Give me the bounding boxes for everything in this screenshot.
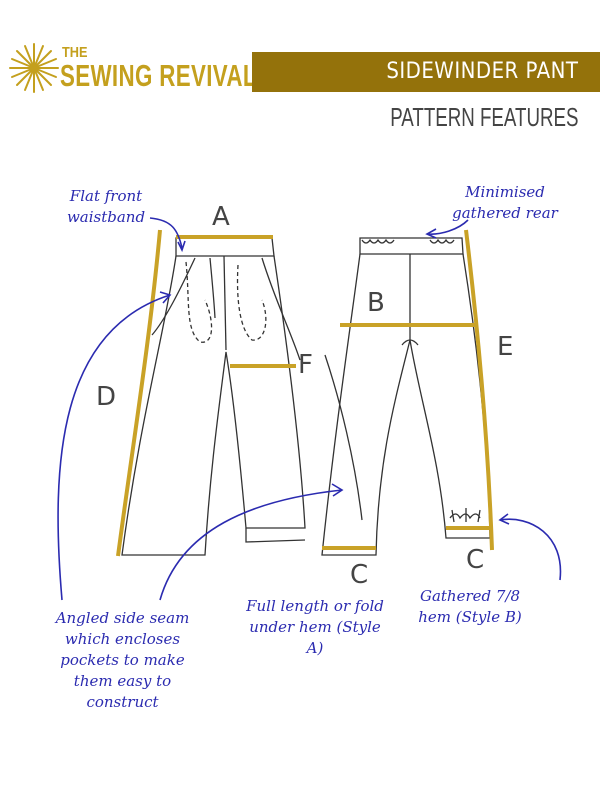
label-c-front: C	[350, 560, 369, 590]
arrow-full-length	[159, 489, 343, 601]
arrow-side-seam	[57, 294, 171, 601]
label-c-back: C	[466, 545, 485, 575]
page-subtitle: PATTERN FEATURES	[389, 102, 578, 132]
note-gathered-hem: Gathered 7/8 hem (Style B)	[418, 587, 522, 626]
brand-the: THE	[62, 44, 88, 61]
measure-d	[116, 229, 162, 557]
front-pants-drawing	[121, 237, 306, 556]
arrow-waistband	[149, 217, 183, 249]
label-f: F	[298, 350, 313, 380]
page-title: SIDEWINDER PANT	[385, 59, 578, 84]
arrow-rear	[427, 219, 469, 235]
label-b: B	[367, 288, 385, 318]
title-banner: SIDEWINDER PANT	[252, 52, 600, 92]
note-side-seam: Angled side seam which encloses pockets …	[55, 609, 190, 711]
sunburst-logo-icon	[9, 43, 59, 93]
arrow-gathered-hem	[499, 518, 562, 581]
label-e: E	[497, 332, 514, 362]
note-waistband: Flat front waistband	[66, 187, 146, 226]
note-rear: Minimised gathered rear	[452, 183, 558, 222]
label-a: A	[212, 202, 230, 232]
label-d: D	[96, 382, 117, 412]
note-full-length: Full length or fold under hem (Style A)	[246, 597, 384, 657]
measure-e	[464, 229, 494, 551]
brand-name: SEWING REVIVAL	[60, 58, 257, 93]
annotation-arrows	[57, 217, 562, 601]
measurement-lines	[116, 229, 494, 557]
back-pants-drawing	[321, 237, 491, 556]
